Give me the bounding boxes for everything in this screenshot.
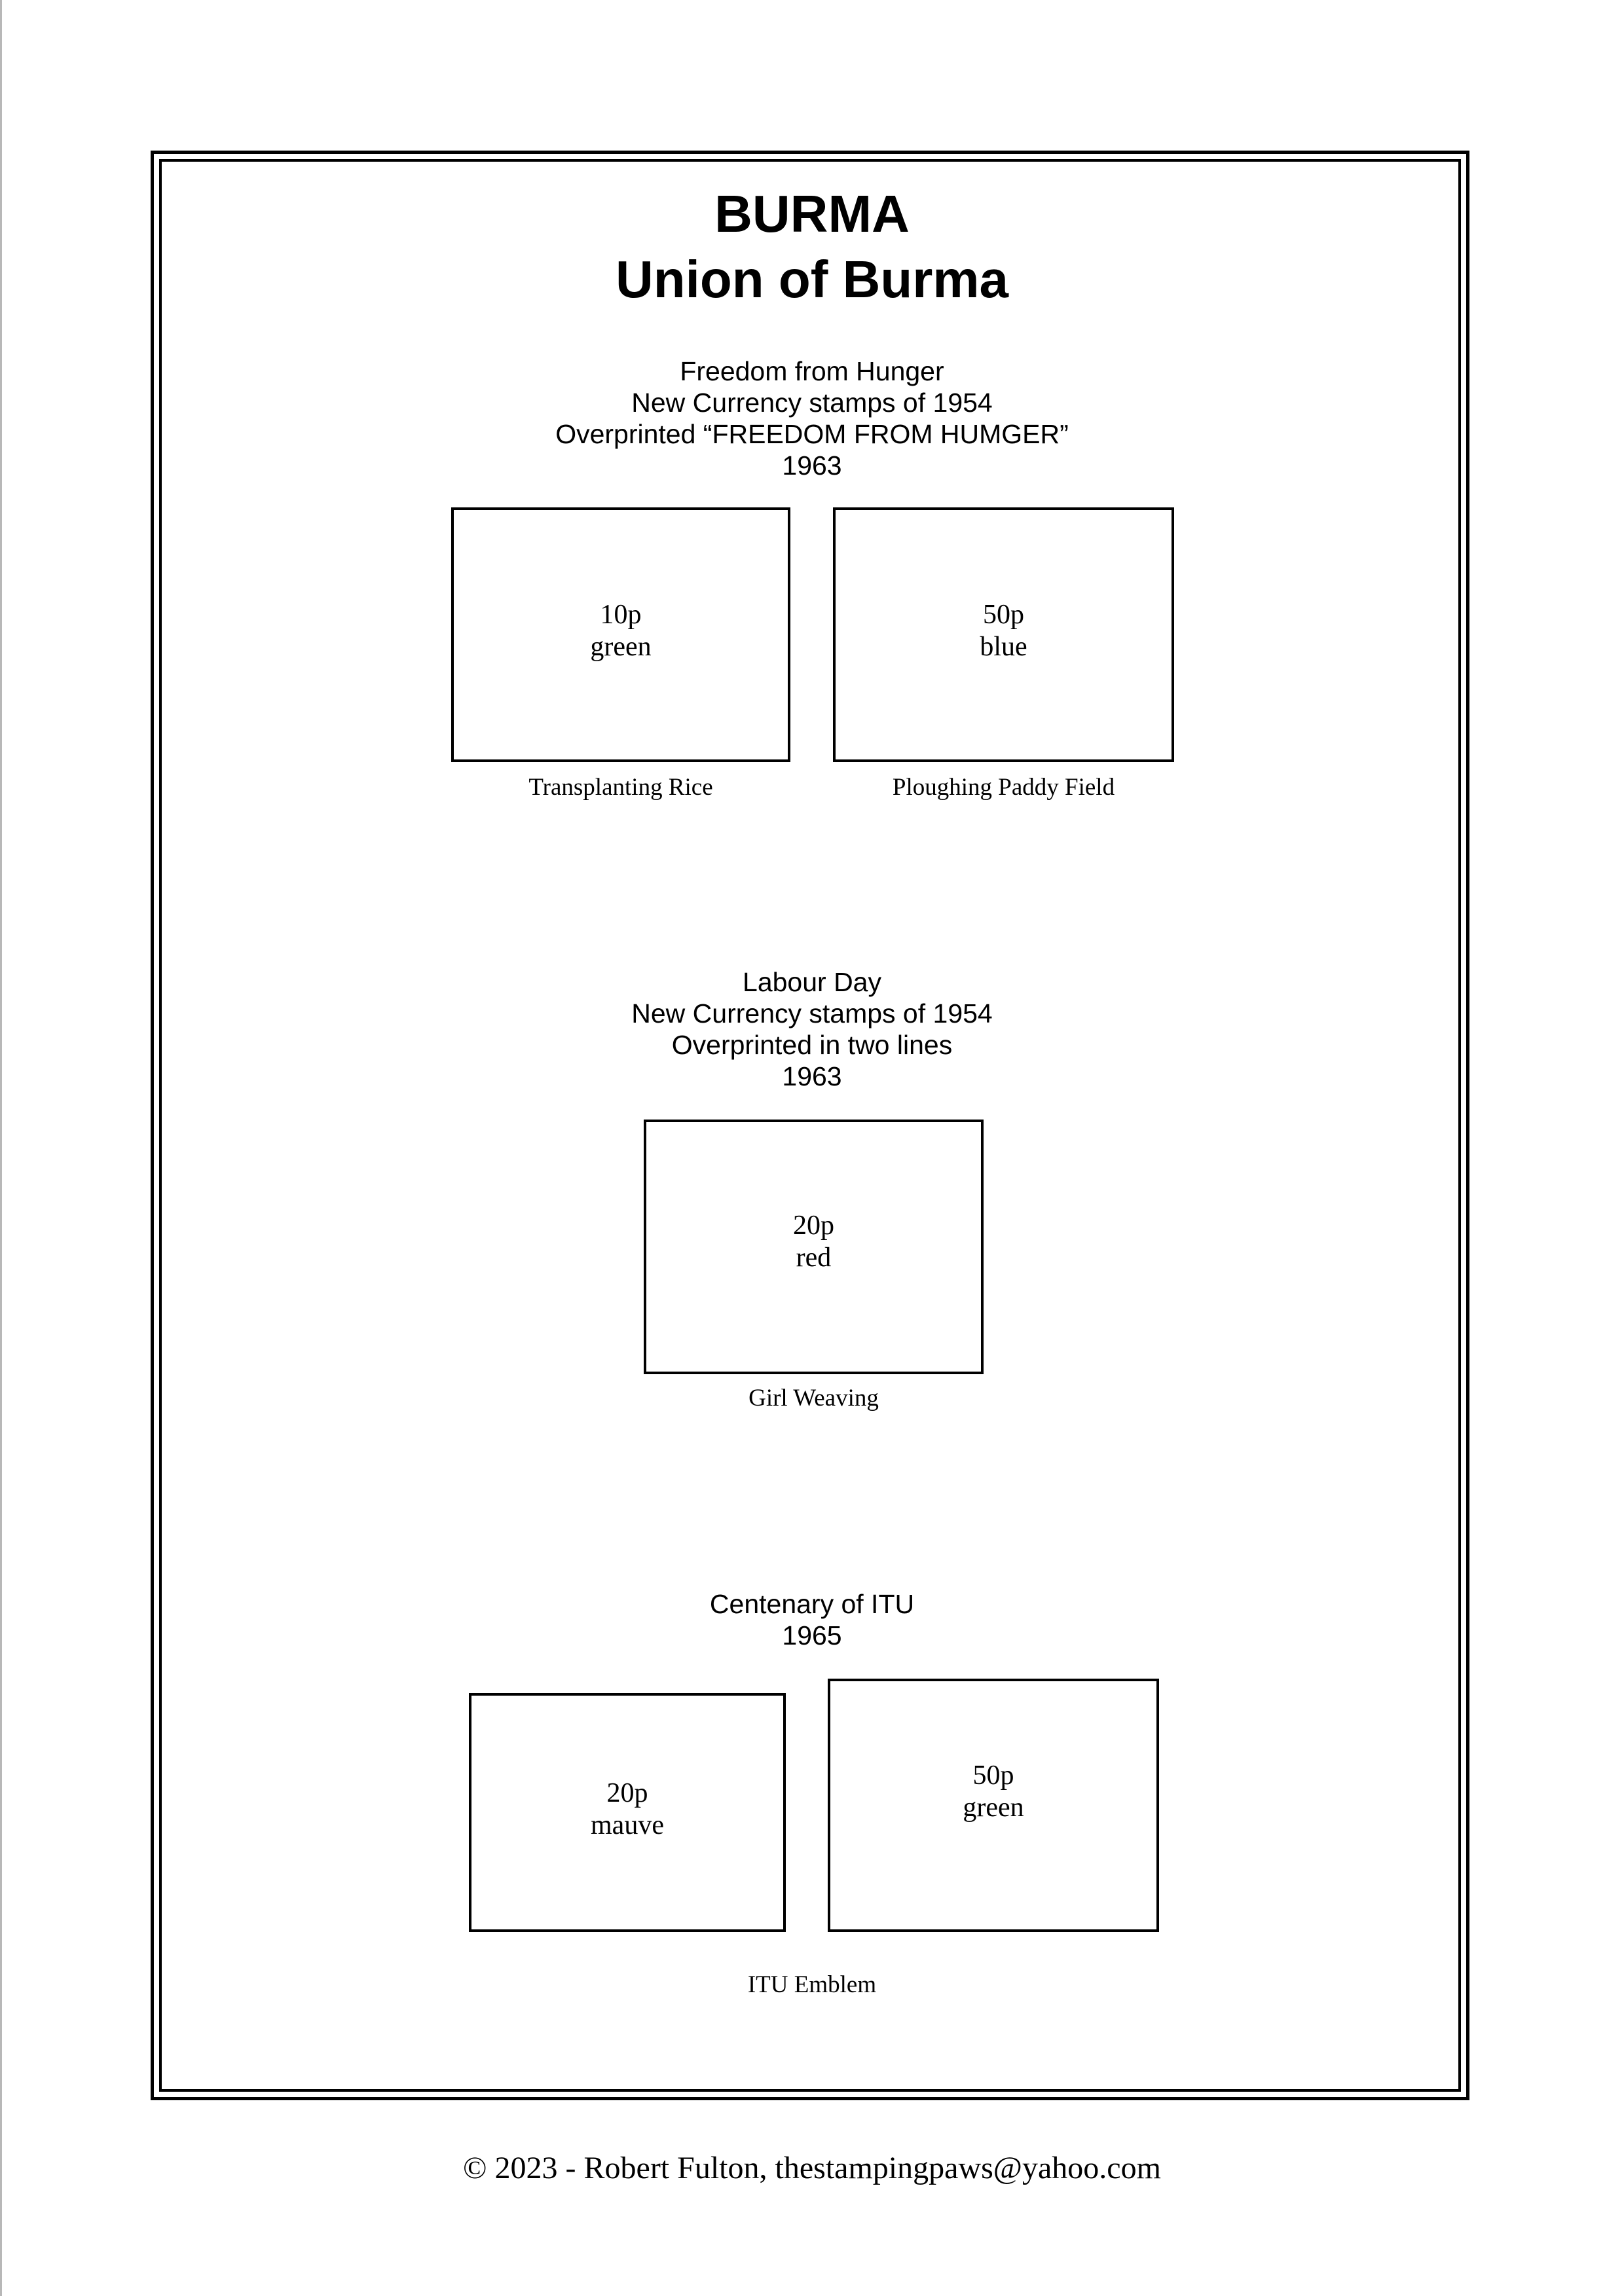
set2-year: 1963 bbox=[782, 1061, 842, 1091]
stamp-space-set3-2: 50p green bbox=[828, 1679, 1159, 1932]
set1-line3: Overprinted “FREEDOM FROM HUMGER” bbox=[555, 419, 1069, 449]
page-edge-rule bbox=[0, 0, 2, 2296]
set3-year: 1965 bbox=[782, 1620, 842, 1650]
stamp-space-set1-2: 50p blue bbox=[833, 507, 1174, 762]
stamp-space-set2-1: 20p red bbox=[644, 1120, 984, 1374]
stamp-color: red bbox=[796, 1243, 832, 1273]
set2-line3: Overprinted in two lines bbox=[671, 1030, 953, 1060]
stamp-color: green bbox=[590, 632, 652, 662]
set2-title: Labour Day bbox=[743, 967, 881, 997]
stamp-space-set3-1: 20p mauve bbox=[469, 1693, 786, 1932]
page-subtitle: Union of Burma bbox=[616, 250, 1008, 308]
stamp-value: 50p bbox=[983, 600, 1024, 630]
stamp-value: 20p bbox=[606, 1778, 648, 1808]
stamp-caption: Girl Weaving bbox=[748, 1385, 879, 1412]
footer-copyright: © 2023 - Robert Fulton, thestampingpaws@… bbox=[463, 2151, 1161, 2185]
stamp-color: blue bbox=[980, 632, 1027, 662]
page-border-inner bbox=[159, 159, 1461, 2092]
stamp-caption: Transplanting Rice bbox=[528, 774, 713, 801]
stamp-space-set1-1: 10p green bbox=[451, 507, 790, 762]
stamp-value: 20p bbox=[793, 1211, 834, 1241]
set3-title: Centenary of ITU bbox=[709, 1589, 915, 1619]
page-border-outer bbox=[151, 151, 1469, 2100]
stamp-caption: Ploughing Paddy Field bbox=[892, 774, 1115, 801]
page-title: BURMA bbox=[714, 185, 910, 243]
set1-title: Freedom from Hunger bbox=[680, 356, 944, 386]
stamp-color: green bbox=[963, 1793, 1024, 1823]
set3-caption: ITU Emblem bbox=[747, 1971, 877, 1998]
stamp-value: 50p bbox=[972, 1760, 1014, 1791]
set2-line2: New Currency stamps of 1954 bbox=[631, 998, 993, 1029]
stamp-value: 10p bbox=[600, 600, 642, 630]
set1-year: 1963 bbox=[782, 450, 842, 481]
set1-line2: New Currency stamps of 1954 bbox=[631, 388, 993, 418]
stamp-color: mauve bbox=[591, 1810, 664, 1840]
